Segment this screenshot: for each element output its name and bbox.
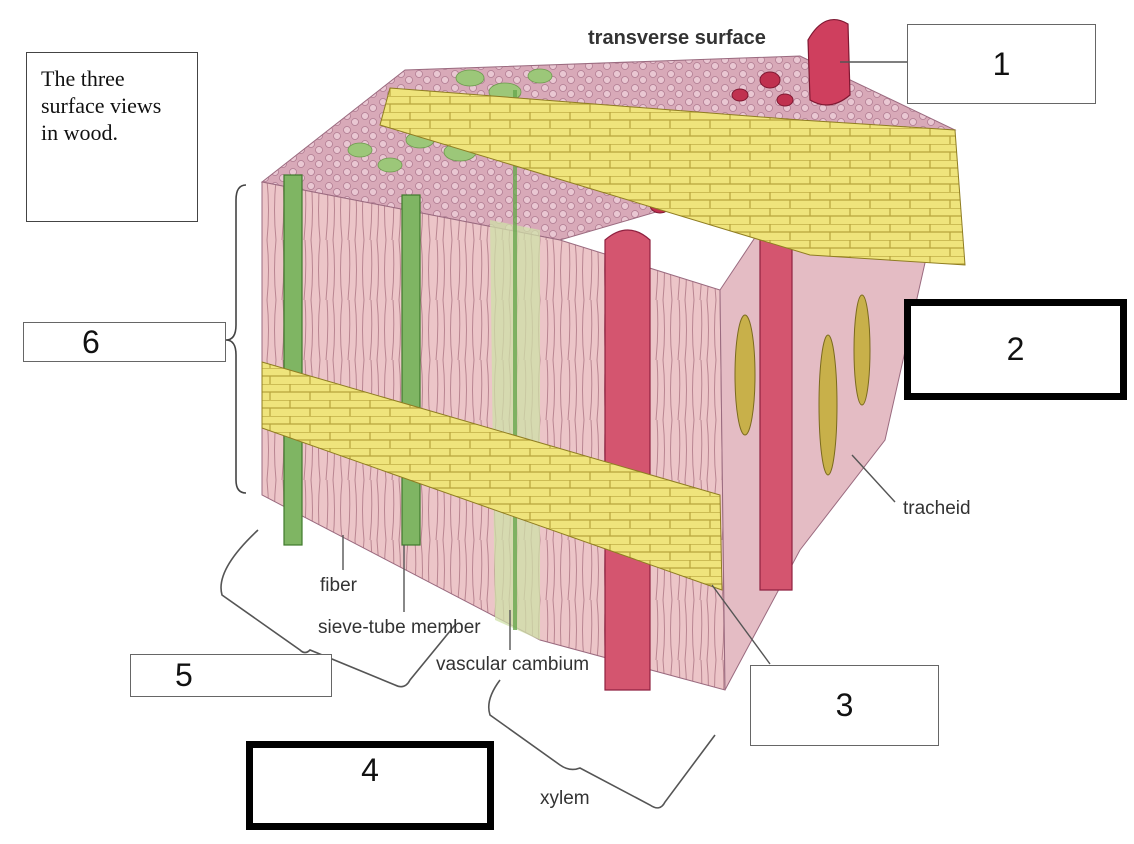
label-xylem: xylem	[540, 788, 590, 809]
ray-tangential-2	[818, 334, 838, 476]
leader-tracheid	[851, 454, 896, 503]
vessel-front	[604, 229, 651, 691]
ray-upper	[379, 87, 966, 266]
bracket-xylem	[487, 679, 716, 809]
label-vascular-cambium: vascular cambium	[436, 654, 590, 675]
label-sieve-tube-member: sieve-tube member	[318, 617, 481, 638]
label-fiber: fiber	[320, 575, 357, 596]
ray-tangential-3	[853, 294, 871, 406]
sieve-tube-mid	[401, 194, 421, 546]
vessel-protrusion	[807, 19, 851, 106]
ray-lower	[261, 361, 723, 591]
label-tracheid: tracheid	[903, 498, 971, 519]
figure-caption-text: The three surface views in wood.	[41, 66, 162, 145]
answer-box-4[interactable]: 4	[246, 741, 494, 830]
answer-box-2[interactable]: 2	[904, 299, 1127, 400]
answer-box-1[interactable]: 1	[907, 24, 1096, 104]
answer-box-3[interactable]: 3	[750, 665, 939, 746]
sieve-tube-left	[283, 174, 303, 546]
answer-box-5[interactable]: 5	[130, 654, 332, 697]
label-transverse-surface: transverse surface	[588, 27, 766, 49]
answer-box-6[interactable]: 6	[23, 322, 226, 362]
ray-tangential-1	[734, 314, 756, 436]
bracket-5	[220, 529, 456, 688]
leader-3	[711, 584, 771, 665]
bracket-6	[225, 184, 247, 494]
figure-caption-box: The three surface views in wood.	[26, 52, 198, 222]
